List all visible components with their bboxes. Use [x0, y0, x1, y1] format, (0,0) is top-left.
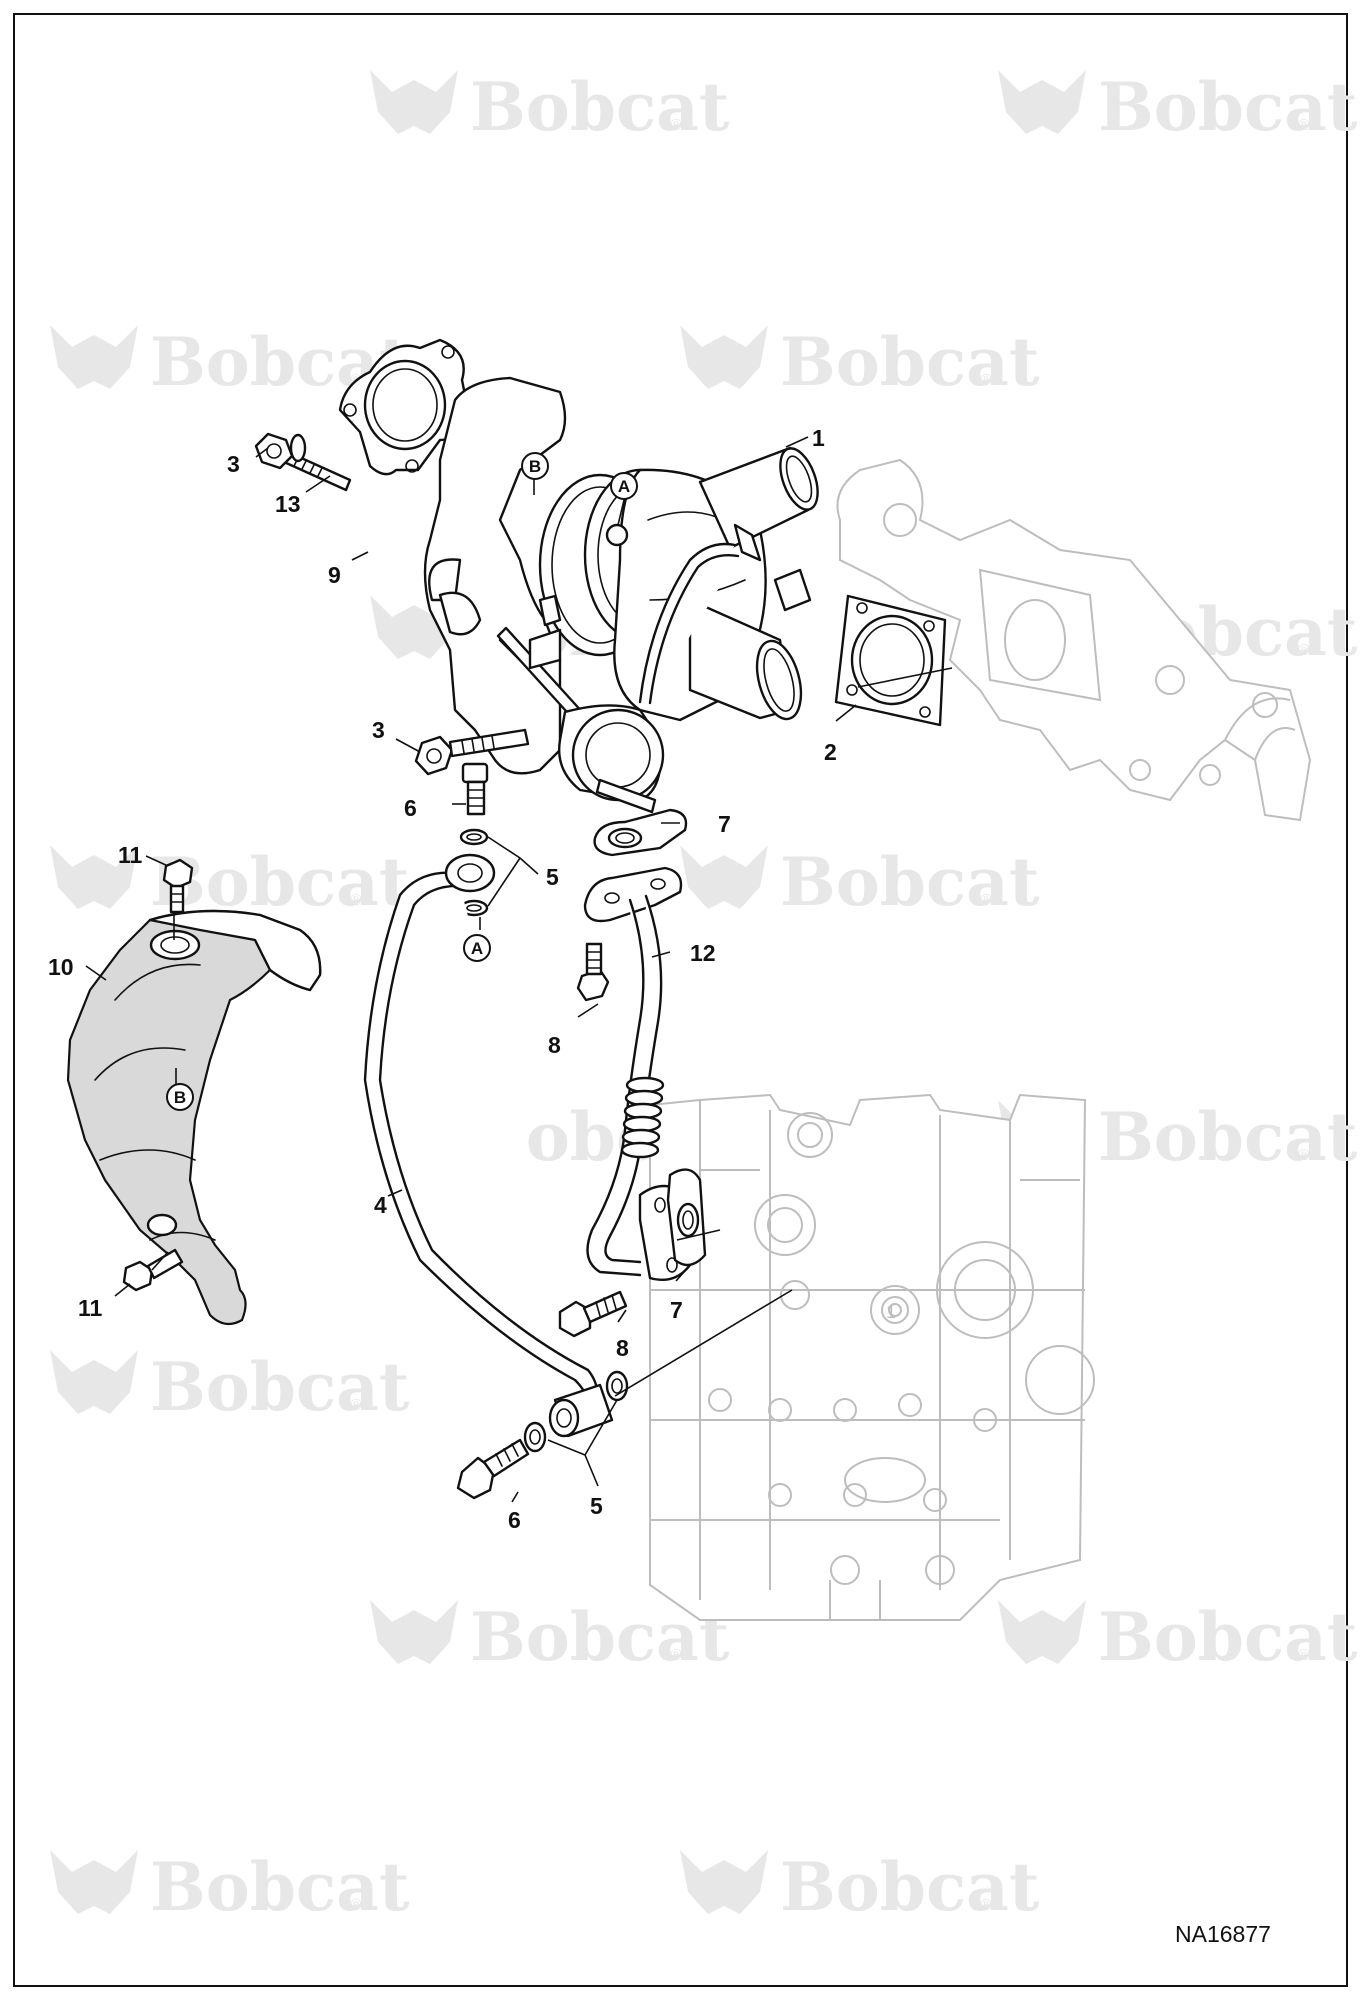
bobcat-logo-icon	[370, 70, 458, 134]
drawing-number: NA16877	[1175, 1921, 1271, 1947]
bobcat-logo-icon	[50, 1850, 138, 1914]
part-5-washers-bottom	[523, 1370, 629, 1453]
bobcat-logo-icon	[50, 1350, 138, 1414]
ref-marker-a-top: A	[618, 477, 630, 496]
callout-3-mid: 3	[372, 717, 385, 743]
callout-9: 9	[328, 562, 341, 588]
watermark-15: Bobcat®	[50, 1848, 410, 1926]
callout-6-top: 6	[404, 795, 417, 821]
watermark-reg-mark: ®	[670, 1647, 682, 1664]
watermark-brand-text: Bobcat	[780, 323, 1040, 401]
watermark-brand-text: Bobcat	[780, 1848, 1040, 1926]
watermark-brand-text: Bobcat	[1098, 68, 1358, 146]
bobcat-logo-icon	[680, 325, 768, 389]
ref-marker-b-bottom-circle	[166, 1083, 194, 1111]
part-9-inlet-gasket	[338, 338, 470, 476]
part-12-oil-return-line	[583, 866, 692, 1282]
watermark-reg-mark: ®	[980, 1897, 992, 1914]
watermark-4: Bobcat®	[680, 323, 1040, 401]
ref-marker-b-top: B	[529, 457, 541, 476]
callout-11-lower: 11	[78, 1295, 103, 1321]
watermark-11: Bobcat®	[50, 1348, 410, 1426]
callout-labels: 1 2 3 3 4 5 5 6 6 7 7 8 8 9 10 11 11 12 …	[48, 425, 837, 1533]
callout-7-top: 7	[718, 811, 731, 837]
watermark-brand-text: Bobcat	[150, 843, 410, 921]
part-8-bolt-upper	[576, 942, 610, 1002]
callout-7-bottom: 7	[670, 1297, 683, 1323]
watermark-brand-text: Bobcat	[470, 68, 730, 146]
engine-casting-mark: 1	[886, 1302, 896, 1322]
part-11-bolt-upper	[162, 858, 194, 914]
watermark-7: Bobcat®	[50, 843, 410, 921]
bobcat-logo-icon	[50, 845, 138, 909]
leader-lines	[85, 436, 953, 1503]
part-10-heat-shield	[66, 909, 322, 1326]
ref-marker-a-bottom: A	[471, 939, 483, 958]
watermark-reg-mark: ®	[1298, 117, 1310, 134]
bobcat-logo-icon	[998, 70, 1086, 134]
reference-markers: B A A B	[166, 452, 638, 1111]
watermark-brand-text: Bobcat	[1098, 1598, 1358, 1676]
part-3-nut-mid	[414, 728, 530, 776]
watermark-1: Bobcat®	[370, 68, 730, 146]
watermark-13: Bobcat®	[370, 1598, 730, 1676]
watermark-8: Bobcat®	[680, 843, 1040, 921]
ref-marker-b-bottom: B	[174, 1088, 186, 1107]
callout-6-bottom: 6	[508, 1507, 521, 1533]
watermark-reg-mark: ®	[1298, 642, 1310, 659]
watermark-reg-mark: ®	[350, 892, 362, 909]
bobcat-logo-icon	[370, 595, 458, 659]
watermark-brand-text: Bobcat	[1098, 1098, 1358, 1176]
callout-12: 12	[690, 940, 716, 966]
watermark-reg-mark: ®	[1298, 1147, 1310, 1164]
callout-5-bottom: 5	[590, 1493, 603, 1519]
ref-marker-b-top-circle	[521, 452, 549, 480]
watermark-brand-text: Bobcat	[150, 1348, 410, 1426]
watermark-2: Bobcat®	[998, 68, 1358, 146]
bobcat-logo-icon	[680, 845, 768, 909]
callout-10: 10	[48, 954, 74, 980]
part-1-turbocharger	[423, 376, 819, 814]
page-border	[13, 13, 1348, 1987]
bobcat-logo-icon	[370, 1600, 458, 1664]
part-2-flange-gasket	[834, 594, 947, 727]
watermark-16: Bobcat®	[680, 1848, 1040, 1926]
callout-11-upper: 11	[118, 842, 143, 868]
callout-8-lower: 8	[616, 1335, 629, 1361]
watermark-reg-mark: ®	[350, 1897, 362, 1914]
part-5-washers-top	[459, 828, 489, 917]
part-6-banjo-bolt-bottom	[456, 1438, 530, 1500]
watermark-reg-mark: ®	[350, 1397, 362, 1414]
callout-3-top: 3	[227, 451, 240, 477]
part-4-oil-feed-line	[363, 853, 614, 1438]
engine-block-ghost: 1	[649, 1093, 1095, 1621]
bobcat-logo-icon	[998, 1600, 1086, 1664]
watermark-reg-mark: ®	[980, 372, 992, 389]
watermark-reg-mark: ®	[1298, 1647, 1310, 1664]
callout-8-upper: 8	[548, 1032, 561, 1058]
callout-5-top: 5	[546, 864, 559, 890]
ref-marker-a-top-circle	[610, 472, 638, 500]
ref-marker-a-bottom-circle	[463, 934, 491, 962]
part-8-bolt-lower	[558, 1290, 628, 1338]
bobcat-logo-icon	[50, 325, 138, 389]
watermark-layer: Bobcat®Bobcat®Bobcat®Bobcat®Bobcat®Bobca…	[50, 68, 1358, 1926]
watermark-reg-mark: ®	[980, 892, 992, 909]
exhaust-manifold-ghost	[836, 458, 1312, 822]
watermark-reg-mark: ®	[670, 117, 682, 134]
watermark-brand-text: Bobcat	[780, 843, 1040, 921]
part-6-banjo-bolt-top	[461, 762, 489, 816]
callout-2: 2	[824, 739, 837, 765]
part-7-gasket-bottom	[666, 1168, 707, 1267]
watermark-brand-text: Bobcat	[150, 1848, 410, 1926]
bobcat-logo-icon	[680, 1850, 768, 1914]
callout-1: 1	[812, 425, 825, 451]
callout-4: 4	[374, 1192, 387, 1218]
part-3-nut-top	[254, 432, 307, 470]
callout-13: 13	[275, 491, 301, 517]
watermark-14: Bobcat®	[998, 1598, 1358, 1676]
part-7-gasket-top	[593, 808, 688, 857]
